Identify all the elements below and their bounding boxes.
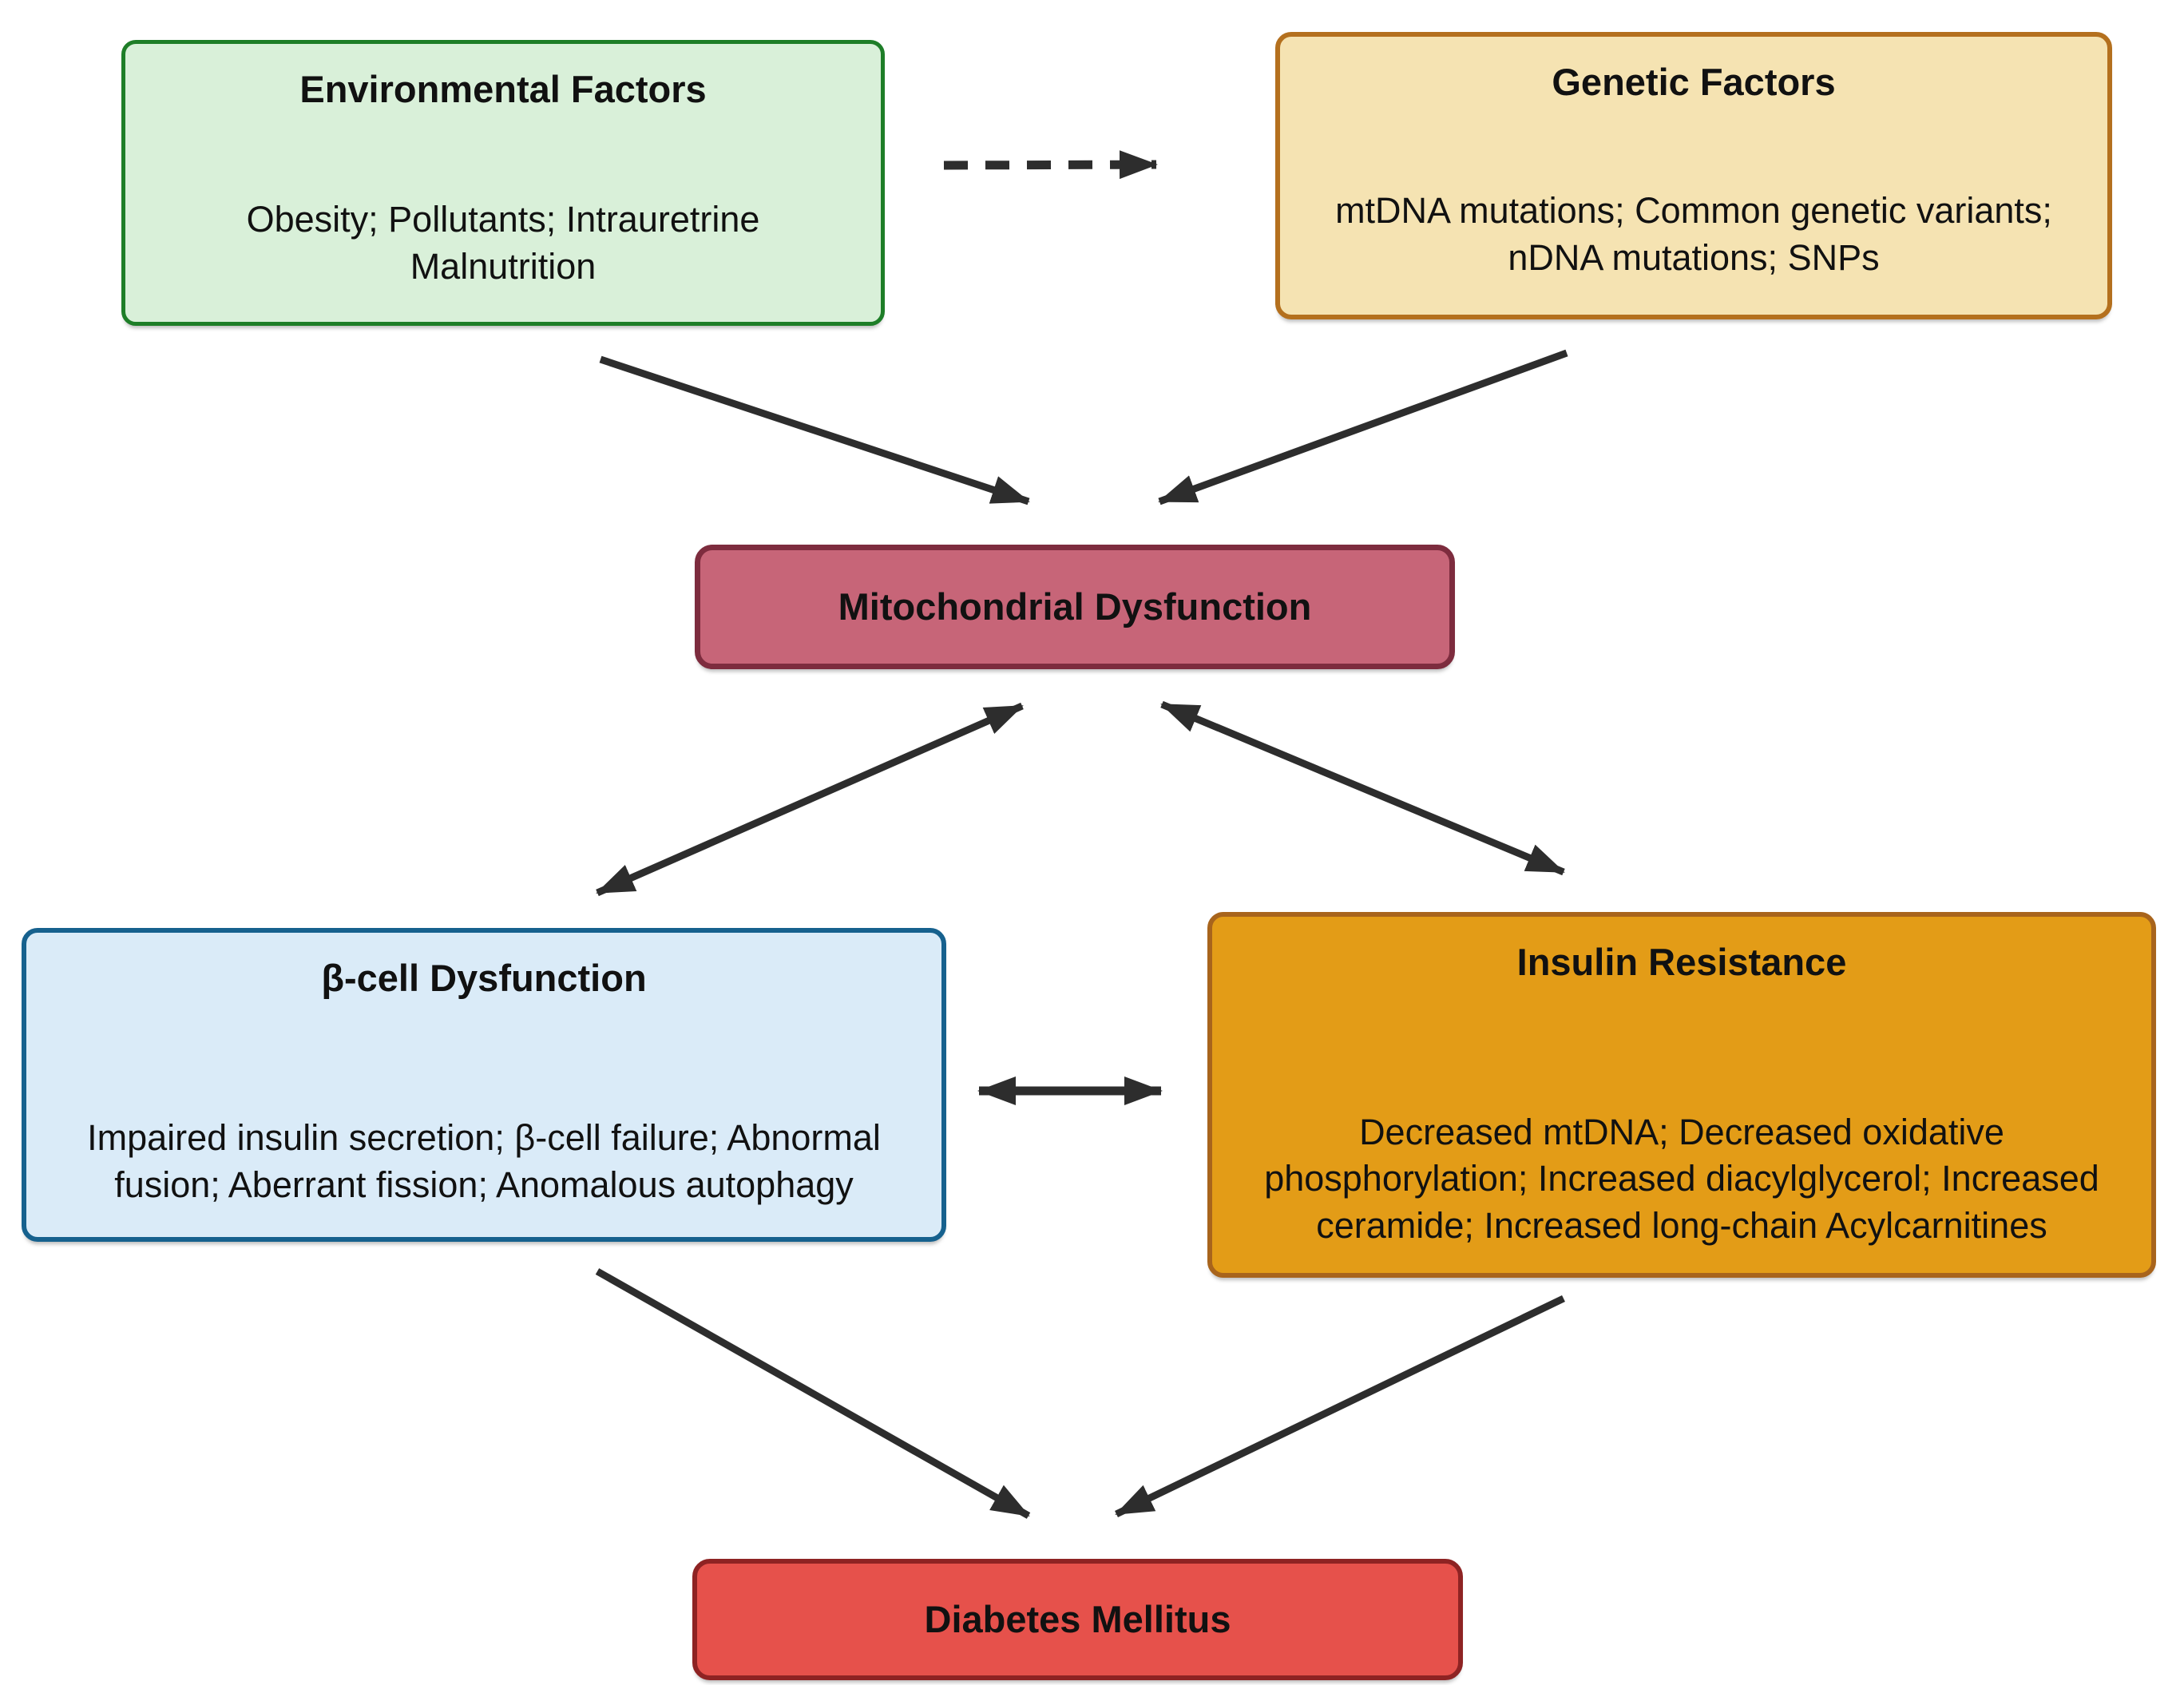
node-body: mtDNA mutations; Common genetic variants… <box>1335 190 2052 278</box>
node-title: β-cell Dysfunction <box>321 957 647 999</box>
node-body: Obesity; Pollutants; Intrauretrine Malnu… <box>246 199 760 287</box>
arrow-betacell-to-diabetes <box>595 1268 1031 1519</box>
node-diabetes-mellitus: Diabetes Mellitus <box>692 1559 1463 1680</box>
node-environmental-factors: Environmental Factors Obesity; Pollutant… <box>121 40 885 326</box>
arrow-environmental-to-mitochondrial <box>599 355 1030 506</box>
node-body: Impaired insulin secretion; β-cell failu… <box>87 1117 881 1205</box>
arrow-mitochondrial-betacell-bidirectional <box>596 702 1024 897</box>
node-title: Mitochondrial Dysfunction <box>838 585 1312 628</box>
node-title: Environmental Factors <box>299 68 707 110</box>
node-body: Decreased mtDNA; Decreased oxidative pho… <box>1264 1111 2099 1246</box>
node-mitochondrial-dysfunction: Mitochondrial Dysfunction <box>695 545 1455 669</box>
node-beta-cell-dysfunction: β-cell Dysfunction Impaired insulin secr… <box>22 928 946 1242</box>
arrow-insulinresistance-to-diabetes <box>1115 1294 1565 1518</box>
node-title: Insulin Resistance <box>1516 941 1847 983</box>
node-insulin-resistance: Insulin Resistance Decreased mtDNA; Decr… <box>1207 912 2156 1278</box>
arrow-mitochondrial-insulinresistance-bidirectional <box>1160 700 1565 876</box>
arrow-genetic-to-mitochondrial <box>1158 349 1568 506</box>
node-title: Genetic Factors <box>1552 61 1836 103</box>
node-title: Diabetes Mellitus <box>924 1597 1231 1640</box>
node-genetic-factors: Genetic Factors mtDNA mutations; Common … <box>1275 32 2112 319</box>
